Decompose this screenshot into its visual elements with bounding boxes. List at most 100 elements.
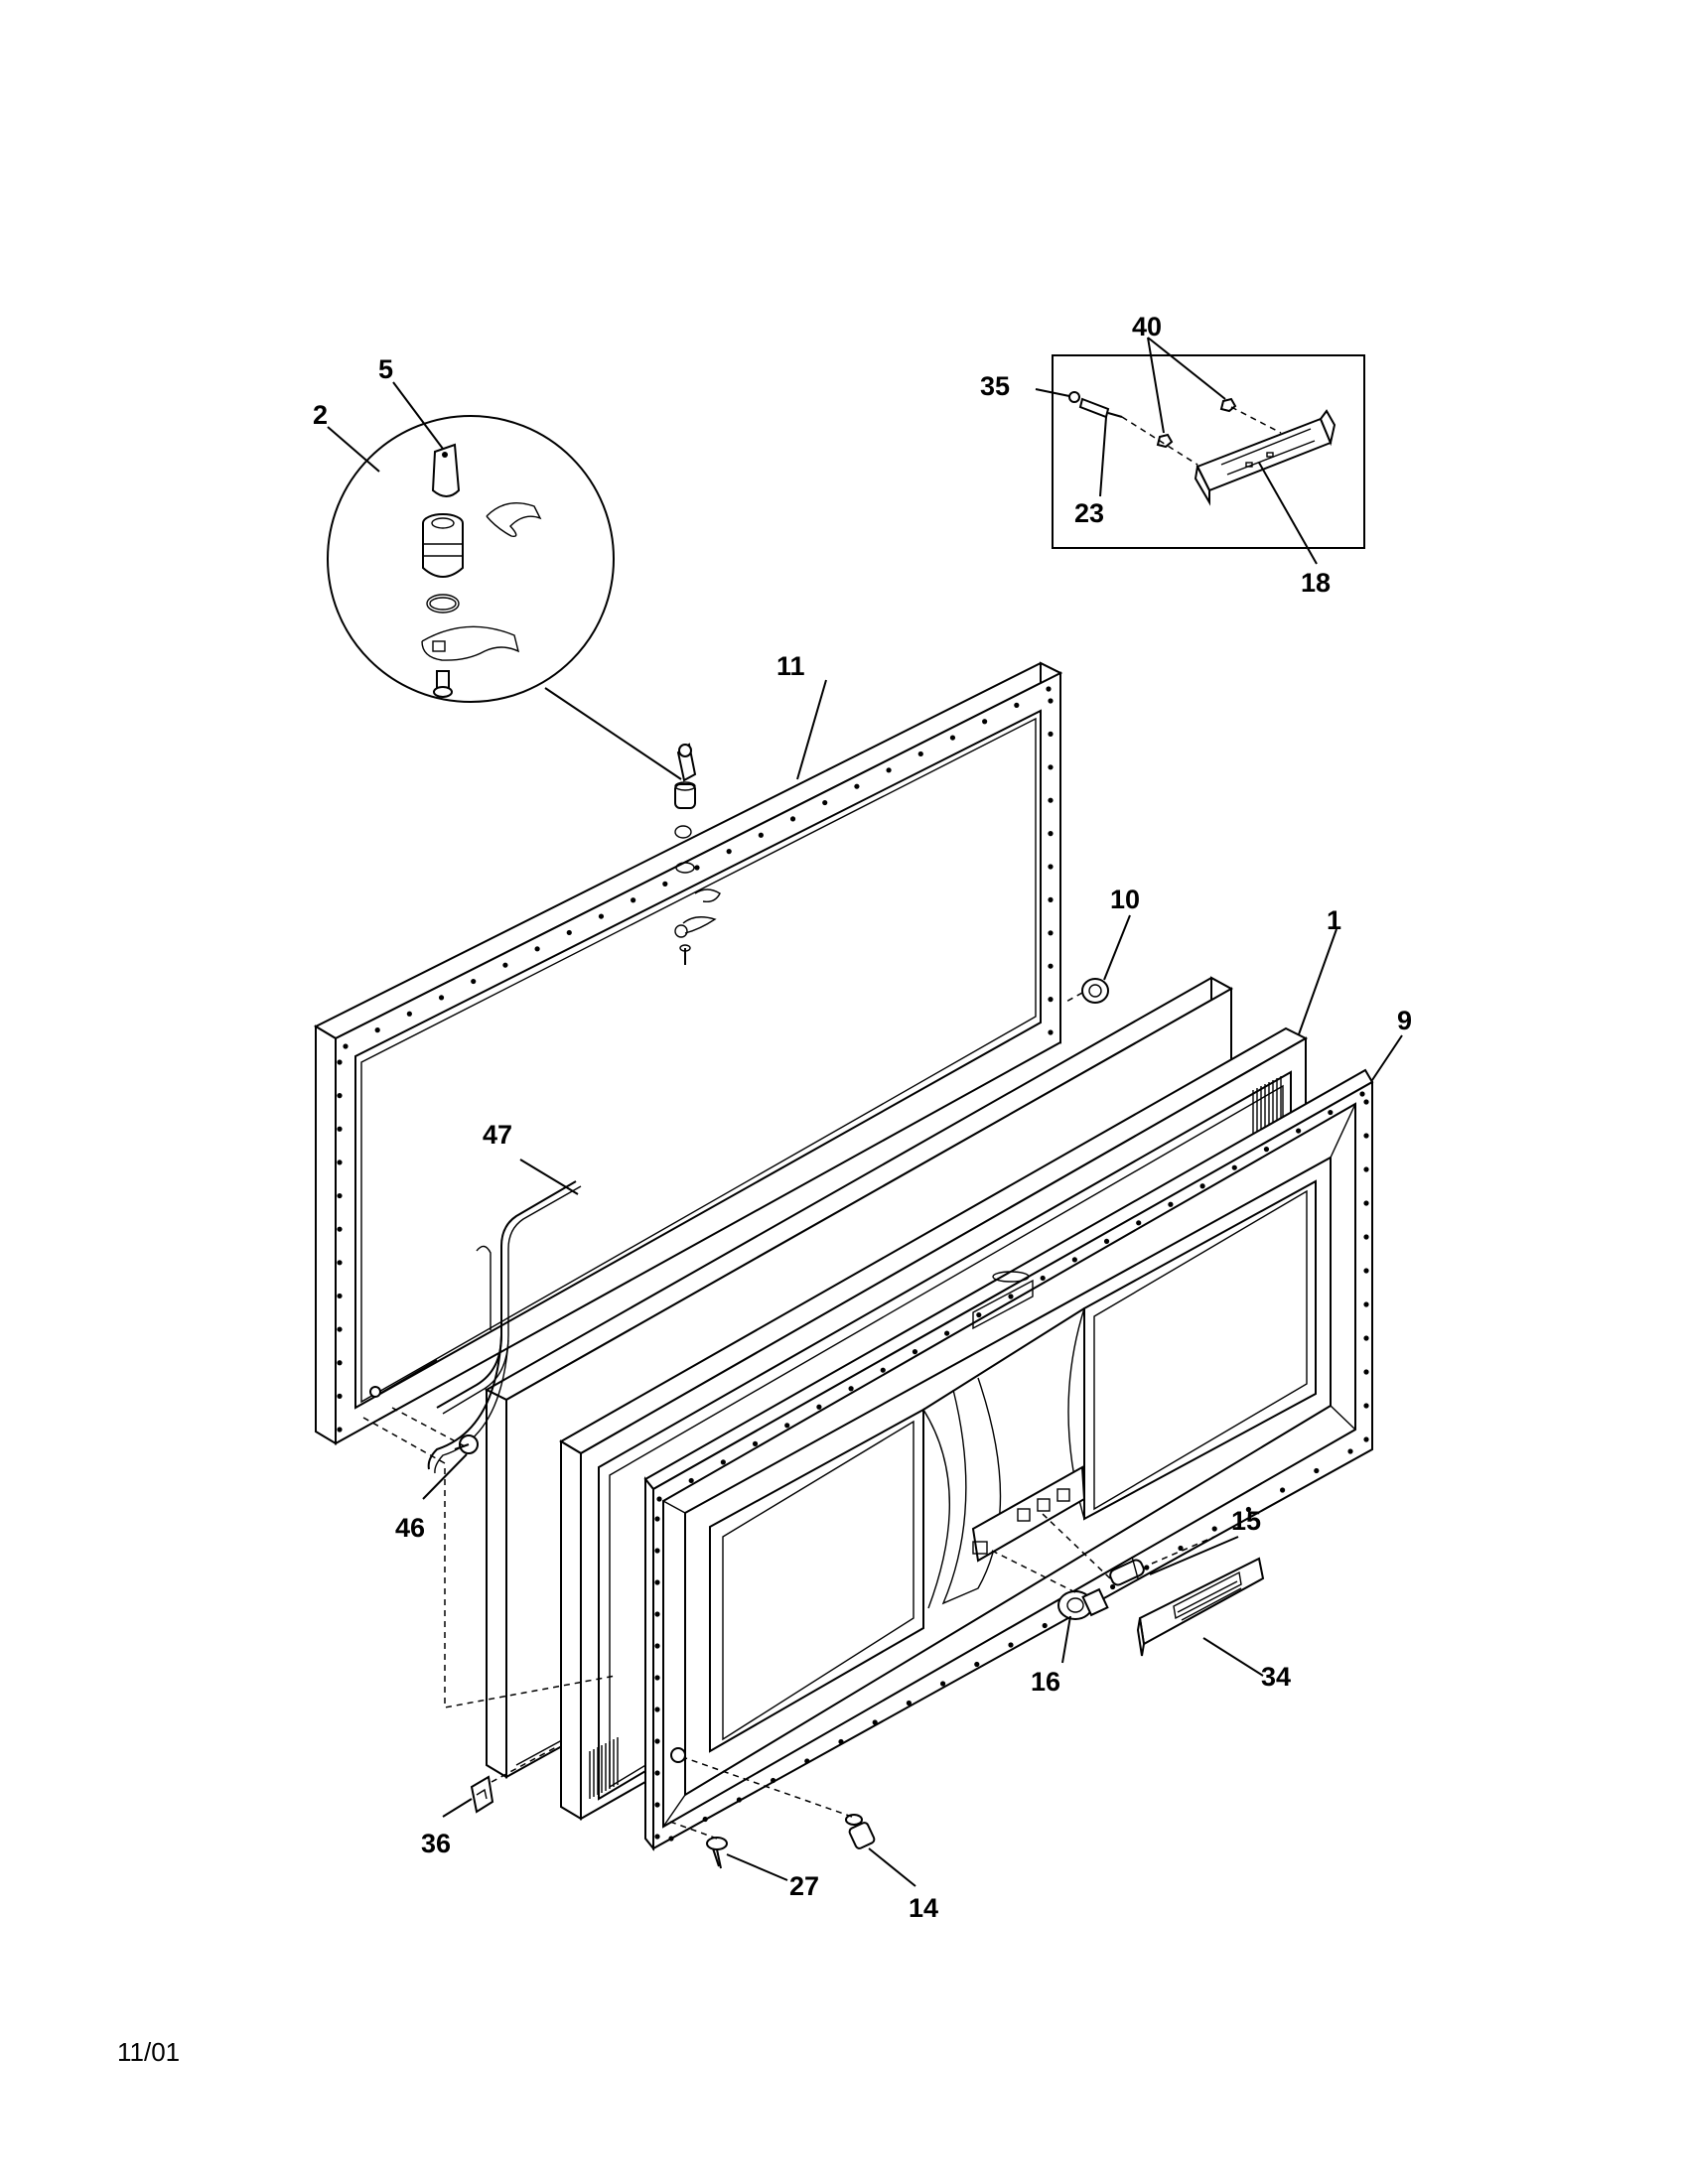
screw-hole xyxy=(720,1459,726,1465)
screw-hole xyxy=(1328,1109,1334,1116)
control-cover-part xyxy=(1136,1557,1265,1657)
screw-hole xyxy=(1314,1467,1320,1474)
screw-hole xyxy=(337,1059,343,1065)
callout-34: 34 xyxy=(1261,1662,1291,1692)
screw-hole xyxy=(337,1093,343,1099)
screw-hole xyxy=(886,767,892,773)
screw-hole xyxy=(337,1293,343,1299)
screw-hole xyxy=(694,865,700,871)
screw-hole xyxy=(662,881,668,887)
screw-hole xyxy=(1071,1257,1077,1263)
screw-hole xyxy=(502,962,508,968)
screw-hole xyxy=(654,1675,660,1681)
screw-hole xyxy=(337,1226,343,1232)
screw-hole xyxy=(1048,1029,1054,1035)
screw-hole xyxy=(982,719,988,725)
callout-46: 46 xyxy=(395,1513,425,1543)
screw-hole xyxy=(854,783,860,789)
screw-hole xyxy=(1296,1128,1302,1134)
screw-hole xyxy=(940,1681,946,1687)
screw-hole xyxy=(1280,1487,1286,1493)
screw-hole xyxy=(668,1836,674,1842)
screw-hole xyxy=(784,1423,790,1429)
screw-hole xyxy=(1363,1200,1369,1206)
screw-hole xyxy=(872,1719,878,1725)
callout-1: 1 xyxy=(1327,905,1341,935)
screw-hole xyxy=(337,1160,343,1165)
screw-hole xyxy=(337,1126,343,1132)
screw-hole xyxy=(654,1770,660,1776)
callout-16: 16 xyxy=(1031,1667,1060,1697)
screw-hole xyxy=(1168,1201,1174,1207)
screw-hole xyxy=(1199,1183,1205,1189)
screw-hole xyxy=(974,1661,980,1668)
callout-labels: 1 2 5 9 10 11 14 15 16 18 23 27 34 35 36… xyxy=(313,312,1412,1923)
screw-hole xyxy=(906,1700,913,1706)
screw-hole xyxy=(1048,731,1054,738)
callout-47: 47 xyxy=(483,1120,512,1150)
callout-11: 11 xyxy=(776,651,805,681)
light-switch-part xyxy=(1109,1556,1145,1586)
screw-hole xyxy=(1048,864,1054,870)
screw-hole xyxy=(1231,1164,1237,1170)
callout-9: 9 xyxy=(1397,1006,1412,1035)
callout-2: 2 xyxy=(313,400,328,430)
screw-part xyxy=(706,1837,728,1869)
screw-hole xyxy=(1363,1369,1369,1375)
revision-date: 11/01 xyxy=(117,2037,181,2067)
screw-hole xyxy=(758,832,764,838)
screw-hole xyxy=(736,1797,743,1803)
screw-hole xyxy=(949,735,956,741)
callout-5: 5 xyxy=(378,354,393,384)
thermostat-knob-part xyxy=(1057,1587,1109,1620)
screw-hole xyxy=(406,1011,412,1017)
bumper-part xyxy=(1081,978,1109,1004)
screw-hole xyxy=(598,913,605,919)
screw-hole xyxy=(1040,1275,1046,1282)
screw-hole xyxy=(804,1758,810,1764)
screw-hole xyxy=(912,1349,918,1355)
screw-hole xyxy=(1363,1436,1369,1442)
screw-hole xyxy=(654,1706,660,1712)
screw-hole xyxy=(822,799,828,806)
screw-hole xyxy=(726,849,732,855)
screw-hole xyxy=(944,1330,950,1336)
screw-hole xyxy=(1178,1545,1184,1552)
screw-hole xyxy=(1136,1220,1142,1226)
screw-hole xyxy=(1363,1234,1369,1240)
screw-hole xyxy=(1048,831,1054,837)
gasket-frame-part xyxy=(313,661,1063,1445)
screw-hole xyxy=(337,1393,343,1399)
screw-hole xyxy=(1263,1147,1270,1153)
callout-27: 27 xyxy=(789,1871,819,1901)
screw-hole xyxy=(654,1802,660,1808)
heater-wire-part xyxy=(376,1180,582,1474)
screw-hole xyxy=(654,1516,660,1522)
screw-hole xyxy=(631,897,636,903)
screw-hole xyxy=(702,1816,708,1823)
screw-hole xyxy=(1363,1268,1369,1274)
screw-hole xyxy=(343,1043,349,1049)
handle-detail-box xyxy=(1052,354,1365,549)
callout-40: 40 xyxy=(1132,312,1162,341)
clip-part xyxy=(470,1775,494,1814)
callout-35: 35 xyxy=(980,371,1010,401)
screw-hole xyxy=(1363,1335,1369,1341)
screw-hole xyxy=(1042,1622,1048,1629)
screw-hole xyxy=(1014,702,1020,708)
callout-36: 36 xyxy=(421,1829,451,1858)
screw-hole xyxy=(374,1027,380,1033)
screw-hole xyxy=(654,1579,660,1585)
screw-hole xyxy=(1048,997,1054,1003)
screw-hole xyxy=(1048,797,1054,803)
screw-hole xyxy=(688,1477,694,1484)
screw-hole xyxy=(337,1326,343,1332)
callout-15: 15 xyxy=(1231,1506,1261,1536)
leader-lines xyxy=(327,337,1403,1887)
callout-14: 14 xyxy=(909,1893,938,1923)
screw-hole xyxy=(917,751,923,757)
screw-hole xyxy=(1363,1099,1369,1105)
screw-hole xyxy=(1363,1133,1369,1139)
screw-hole xyxy=(1048,930,1054,936)
